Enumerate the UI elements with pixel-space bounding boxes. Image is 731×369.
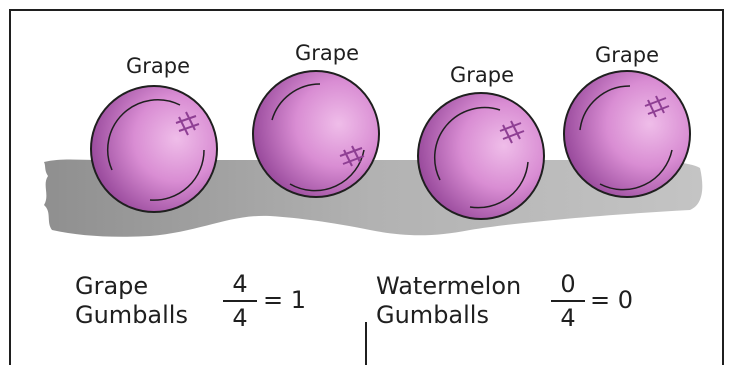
grape-fraction-bar — [223, 300, 257, 302]
gumball-4-label: Grape — [595, 43, 659, 67]
watermelon-fraction-numerator: 0 — [551, 270, 585, 298]
watermelon-result: = 0 — [590, 286, 633, 315]
gumball-2-label: Grape — [295, 41, 359, 65]
grape-fraction-denominator: 4 — [223, 304, 257, 332]
grape-result: = 1 — [263, 286, 306, 315]
grape-fraction: 4 4 — [223, 270, 257, 332]
watermelon-fraction-bar — [551, 300, 585, 302]
grape-gumballs-name-line1: Grape — [75, 272, 148, 301]
watermelon-gumballs-name-line2: Gumballs — [376, 301, 489, 330]
watermelon-gumballs-name-line1: Watermelon — [376, 272, 521, 301]
gumball-1 — [91, 86, 217, 212]
grape-gumballs-name-line2: Gumballs — [75, 301, 188, 330]
gumball-4 — [564, 71, 690, 197]
gumball-1-label: Grape — [126, 54, 190, 78]
watermelon-fraction-denominator: 4 — [551, 304, 585, 332]
gumball-3 — [418, 93, 544, 219]
grape-fraction-numerator: 4 — [223, 270, 257, 298]
gumball-2 — [253, 71, 379, 197]
gumball-3-label: Grape — [450, 63, 514, 87]
watermelon-fraction: 0 4 — [551, 270, 585, 332]
